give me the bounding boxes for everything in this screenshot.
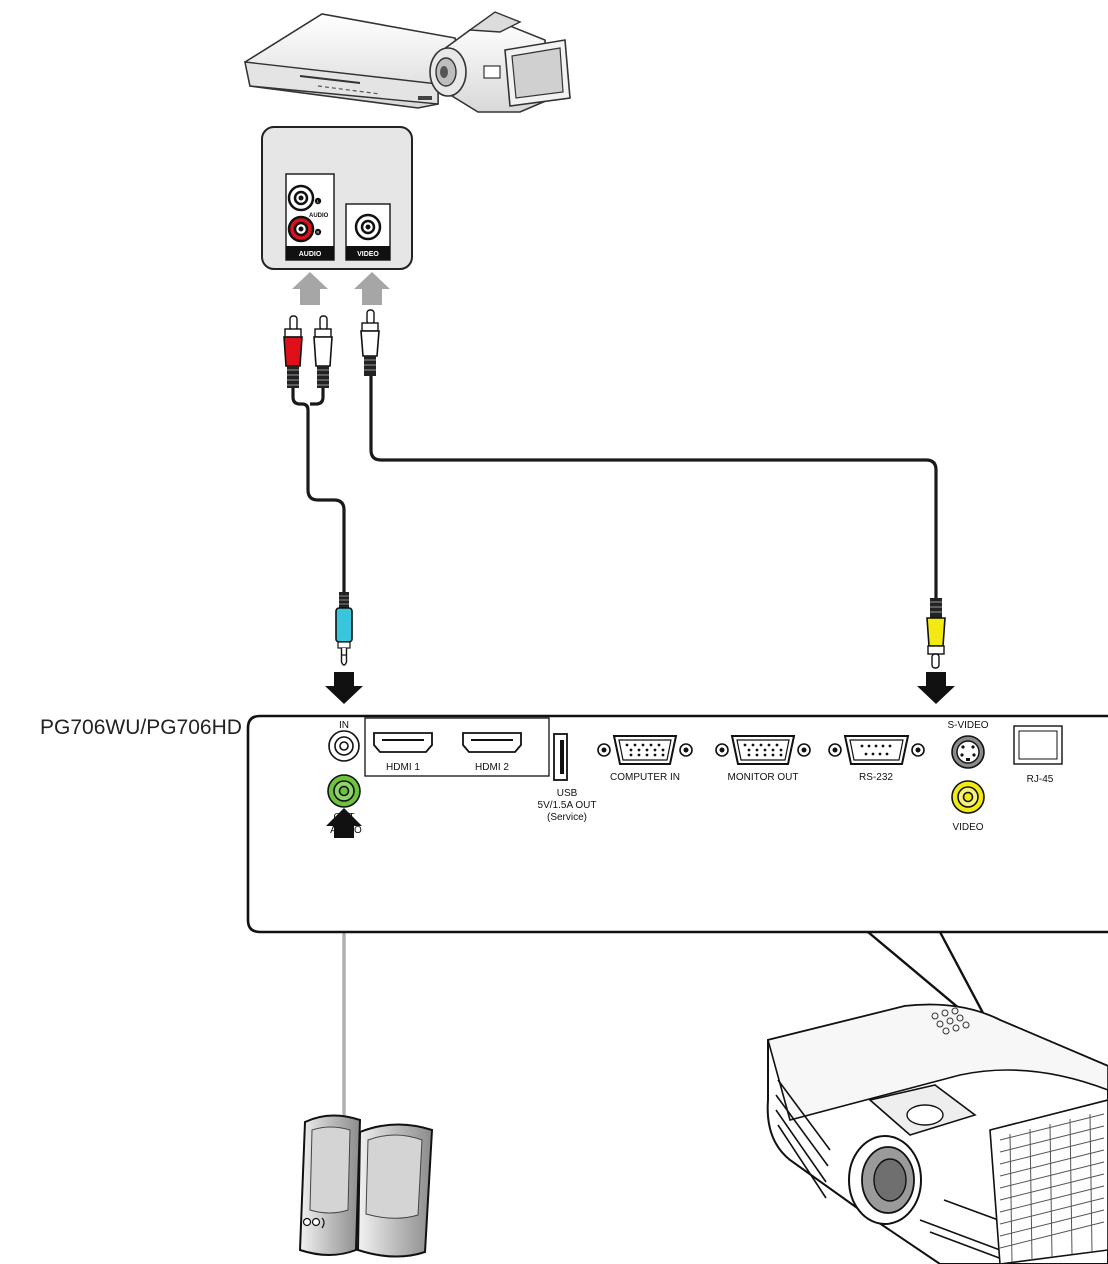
hdmi-2-label: HDMI 2 xyxy=(475,762,509,773)
rca-plug-video-top xyxy=(360,309,380,376)
audio-out-jack xyxy=(327,774,361,808)
computer-in-port xyxy=(597,735,693,765)
rs232-label: RS-232 xyxy=(859,772,893,783)
svideo-label: S-VIDEO xyxy=(947,720,988,731)
source-audio-small-label: AUDIO xyxy=(309,213,329,219)
speakers-illustration xyxy=(298,1114,434,1258)
hdmi-2-port xyxy=(462,732,522,753)
hdmi-1-port xyxy=(373,732,433,753)
svg-text:R: R xyxy=(317,230,320,235)
arrow-down-video-icon xyxy=(917,672,955,704)
monitor-out-port xyxy=(715,735,811,765)
jack-letter-l: L xyxy=(314,197,322,205)
svideo-port xyxy=(951,735,985,769)
source-video-label: VIDEO xyxy=(357,251,379,258)
source-video-jack xyxy=(354,213,382,241)
usb-label-3: (Service) xyxy=(547,812,587,823)
hdmi-group-box xyxy=(364,717,550,777)
source-audio-label: AUDIO xyxy=(299,251,322,258)
source-connector-panel xyxy=(261,126,413,270)
arrow-up-video-icon xyxy=(354,272,390,305)
audio-rca-cable xyxy=(291,388,346,595)
audio-in-jack xyxy=(328,730,360,762)
projector-model-label: PG706WU/PG706HD xyxy=(40,716,242,739)
projector-illustration xyxy=(766,1003,1108,1264)
monitor-out-label: MONITOR OUT xyxy=(728,772,799,783)
rca-plug-white xyxy=(313,315,333,388)
svg-text:L: L xyxy=(317,199,320,204)
jack-letter-r: R xyxy=(314,228,322,236)
arrow-up-audio-icon xyxy=(292,272,328,305)
video-label: VIDEO xyxy=(952,822,983,833)
source-audio-red-jack xyxy=(287,215,315,243)
video-port xyxy=(951,780,985,814)
audio-in-label: IN xyxy=(339,720,349,731)
usb-port xyxy=(553,733,568,781)
source-audio-white-jack xyxy=(287,184,315,212)
rca-plug-red xyxy=(283,315,303,388)
arrow-down-audio-icon xyxy=(325,672,363,704)
rj45-label: RJ-45 xyxy=(1027,774,1054,785)
hdmi-1-label: HDMI 1 xyxy=(386,762,420,773)
rca-plug-video-yellow xyxy=(926,598,946,669)
audio-in-plug-blue xyxy=(335,592,353,666)
usb-label-1: USB xyxy=(557,788,578,799)
arrow-up-audio-out-icon xyxy=(326,808,362,838)
camcorder-illustration xyxy=(429,11,571,113)
rj45-port xyxy=(1013,725,1063,765)
projector-rear-panel xyxy=(246,714,1108,934)
video-rca-cable xyxy=(369,375,938,600)
rs232-port xyxy=(828,735,925,765)
usb-label-2: 5V/1.5A OUT xyxy=(538,800,597,811)
computer-in-label: COMPUTER IN xyxy=(610,772,680,783)
dvd-player-illustration xyxy=(244,13,459,109)
